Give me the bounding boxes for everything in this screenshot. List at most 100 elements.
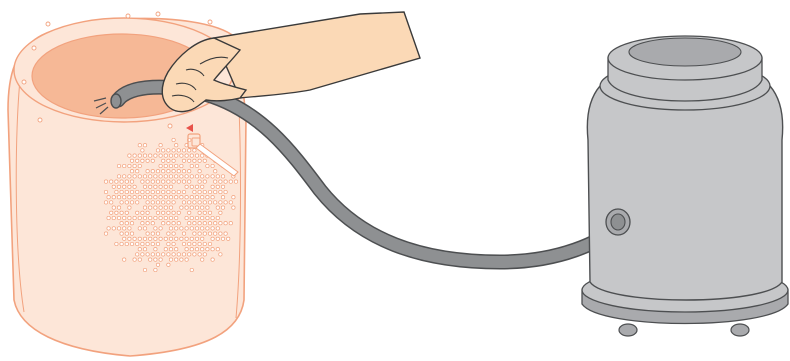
perforation-hole [214,201,217,204]
perforation-hole [175,154,178,157]
perforation-hole [180,258,183,261]
perforation-hole [167,170,170,173]
perforation-hole [159,227,162,230]
perforation-hole [169,216,172,219]
perforation-hole [185,154,188,157]
perforation-hole [195,185,198,188]
perforation-hole [130,180,133,183]
perforation-hole [123,258,126,261]
perforation-hole [115,190,118,193]
perforation-hole [224,190,227,193]
perforation-hole [156,263,159,266]
perforation-hole [185,216,188,219]
perforation-hole [143,268,146,271]
perforation-hole [214,170,217,173]
perforation-hole [206,206,209,209]
arm [214,12,420,98]
perforation-hole [143,175,146,178]
perforation-hole [164,248,167,251]
perforation-hole [136,190,139,193]
perforation-hole [146,170,149,173]
perforation-hole [107,227,110,230]
perforation-hole [149,196,152,199]
perforation-hole [214,190,217,193]
perforation-hole [182,159,185,162]
perforation-hole [133,175,136,178]
perforation-hole [164,164,167,167]
perforation-hole [162,180,165,183]
perforation-hole [125,201,128,204]
perforation-hole [198,211,201,214]
perforation-hole [159,144,162,147]
perforation-hole [182,253,185,256]
perforation-hole [104,180,107,183]
perforation-hole [193,149,196,152]
perforation-hole [136,253,139,256]
perforation-hole [180,196,183,199]
perforation-hole [156,211,159,214]
perforation-hole [169,258,172,261]
perforation-hole [195,175,198,178]
perforation-hole [138,248,141,251]
perforation-hole [154,268,157,271]
perforation-hole [195,227,198,230]
perforation-hole [221,196,224,199]
perforation-hole [125,222,128,225]
perforation-hole [206,227,209,230]
perforation-hole [198,201,201,204]
perforation-hole [167,222,170,225]
perforation-hole [154,154,157,157]
perforation-hole [172,138,175,141]
perforation-hole [188,222,191,225]
perforation-hole [149,185,152,188]
perforation-hole [198,159,201,162]
perforation-hole [216,248,219,251]
perforation-hole [182,190,185,193]
perforation-hole [190,237,193,240]
perforation-hole [141,253,144,256]
perforation-hole [138,175,141,178]
perforation-hole [151,180,154,183]
perforation-hole [143,237,146,240]
perforation-hole [112,185,115,188]
perforation-hole [151,170,154,173]
perforation-hole [112,206,115,209]
perforation-hole [188,211,191,214]
perforation-hole [120,211,123,214]
perforation-hole [120,180,123,183]
perforation-hole [201,185,204,188]
perforation-hole [177,149,180,152]
perforation-hole [190,154,193,157]
perforation-hole [117,185,120,188]
rim-screw-hole [22,80,26,84]
perforation-hole [172,170,175,173]
perforation-hole [229,201,232,204]
perforation-hole [117,216,120,219]
perforation-hole [130,190,133,193]
perforation-hole [175,164,178,167]
perforation-hole [133,154,136,157]
perforation-hole [154,175,157,178]
perforation-hole [167,232,170,235]
perforation-hole [167,211,170,214]
perforation-hole [177,180,180,183]
perforation-hole [208,201,211,204]
perforation-hole [221,185,224,188]
perforation-hole [193,253,196,256]
perforation-hole [172,149,175,152]
perforation-hole [130,232,133,235]
perforation-hole [201,237,204,240]
perforation-hole [219,232,222,235]
vacuum-lid-inner [629,38,741,66]
perforation-hole [201,206,204,209]
perforation-hole [203,222,206,225]
perforation-hole [130,222,133,225]
perforation-hole [182,201,185,204]
perforation-hole [110,201,113,204]
perforation-hole [167,190,170,193]
perforation-hole [198,190,201,193]
rim-screw-hole [38,118,42,122]
perforation-hole [180,206,183,209]
perforation-hole [146,180,149,183]
perforation-hole [175,196,178,199]
